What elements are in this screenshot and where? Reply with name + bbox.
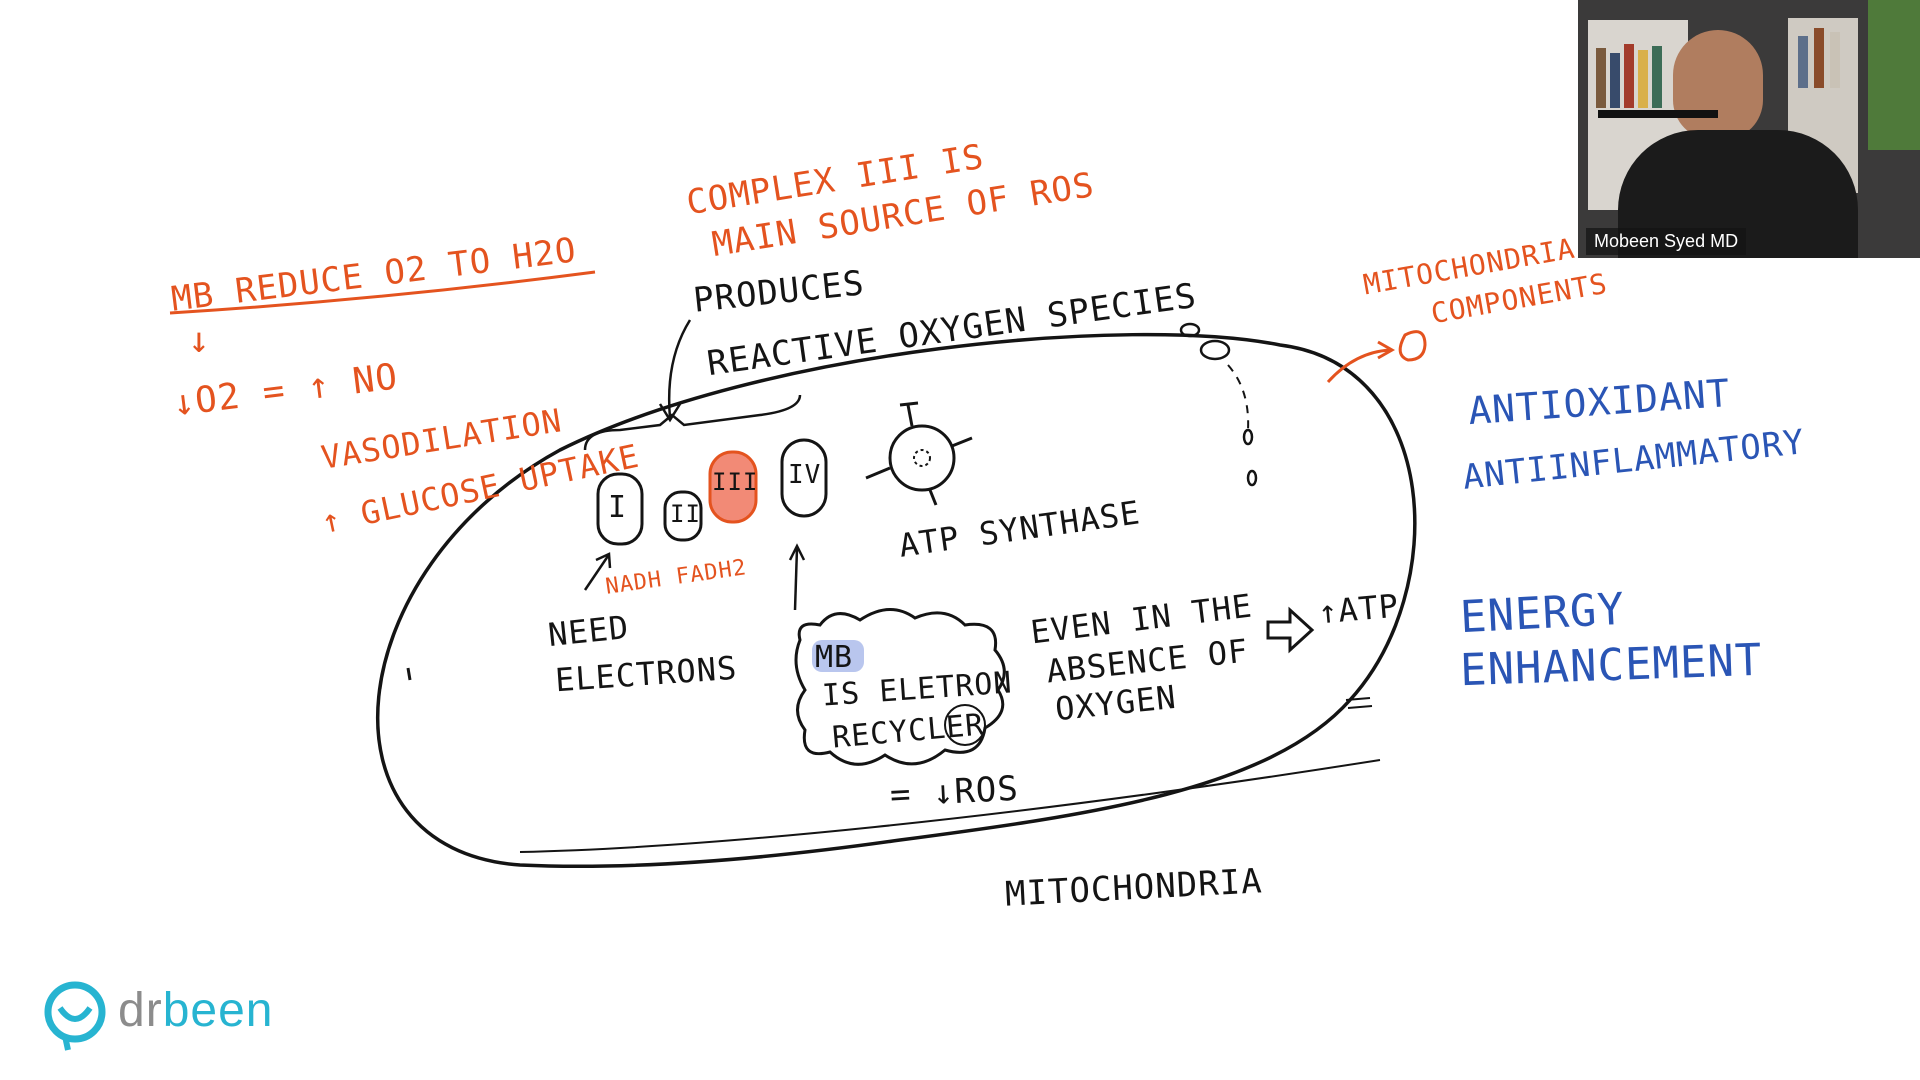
drbeen-logo: drbeen: [40, 975, 300, 1055]
complex-4-label: IV: [788, 460, 821, 490]
presenter-figure: [1673, 30, 1763, 140]
presenter-webcam: Mobeen Syed MD: [1578, 0, 1920, 258]
presenter-name-tag: Mobeen Syed MD: [1586, 228, 1746, 255]
recycler-line1: MB: [815, 640, 853, 675]
enhancement-text: ENHANCEMENT: [1459, 635, 1763, 697]
complex-3-label: III: [712, 468, 758, 496]
energy-text: ENERGY: [1459, 584, 1626, 644]
atp-synthase-shape: [890, 426, 954, 490]
complex-1-label: I: [608, 490, 627, 525]
complex-2-label: II: [670, 500, 701, 528]
ros-down-text: = ↓ROS: [889, 769, 1020, 816]
logo-been-text: been: [163, 984, 274, 1037]
logo-dr-text: dr: [118, 984, 163, 1037]
atp-hollow-arrow: [1268, 610, 1312, 650]
mb-down-arrow: ↓: [188, 320, 211, 361]
recycler-arrow: [795, 548, 797, 610]
atp-up-text: ↑ATP: [1316, 587, 1400, 632]
